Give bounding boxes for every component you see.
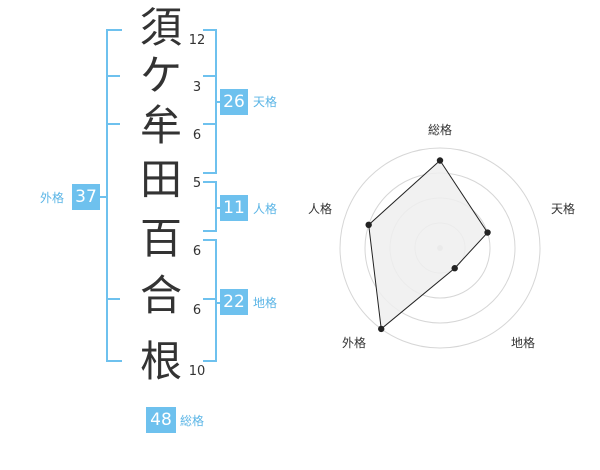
stroke-count-5: 6 (192, 244, 202, 259)
bracket-tick (215, 207, 220, 209)
stroke-count-6: 6 (192, 303, 202, 318)
stroke-count-1: 12 (188, 33, 206, 48)
chikaku-score: 22 (220, 289, 248, 315)
radar-point-4 (378, 325, 385, 333)
radar-ring (339, 147, 541, 349)
bracket-tick (106, 75, 120, 77)
bracket-tick (215, 302, 220, 304)
bracket-tick (203, 123, 215, 125)
jinkaku-score: 11 (220, 195, 248, 221)
gaikaku-bracket (106, 29, 122, 362)
stroke-count-4: 5 (192, 176, 202, 191)
gaikaku-score: 37 (72, 184, 100, 210)
radar-point-1 (436, 157, 444, 164)
jinkaku-label: 人格 (253, 202, 278, 216)
bracket-tick (215, 101, 220, 103)
name-char-2: ケ (139, 51, 182, 100)
stroke-count-7: 10 (188, 364, 206, 379)
radar-point-3 (451, 265, 458, 272)
soukaku-score: 48 (146, 407, 176, 433)
radar-point-2 (484, 229, 491, 236)
bracket-tick (203, 75, 215, 77)
bracket-tick (106, 298, 120, 300)
name-char-7: 根 (139, 337, 182, 386)
bracket-tick (97, 196, 107, 198)
radar-polygon (368, 159, 489, 330)
radar-chart: 総格 天格 地格 外格 人格 (308, 122, 575, 350)
tenkaku-label: 天格 (253, 95, 278, 109)
name-char-3: 牟 (139, 101, 182, 150)
name-char-6: 合 (139, 271, 182, 320)
radar-label-tenkaku: 天格 (551, 201, 575, 216)
chikaku-bracket (203, 239, 217, 362)
name-char-5: 百 (139, 214, 182, 263)
stroke-count-2: 3 (192, 80, 202, 95)
radar-point-5 (365, 221, 372, 229)
bracket-tick (203, 298, 215, 300)
radar-label-soukaku: 総格 (428, 122, 452, 137)
soukaku-label: 総格 (180, 414, 205, 428)
name-char-1: 須 (139, 3, 182, 52)
tenkaku-score: 26 (220, 89, 248, 115)
radar-points (365, 157, 491, 333)
jinkaku-bracket (203, 181, 217, 232)
radar-label-chikaku: 地格 (511, 335, 535, 350)
chikaku-label: 地格 (253, 296, 278, 310)
gaikaku-label: 外格 (40, 191, 65, 205)
bracket-tick (106, 123, 120, 125)
stroke-count-3: 6 (192, 128, 202, 143)
name-char-4: 田 (139, 155, 182, 204)
radar-label-jinkaku: 人格 (308, 201, 332, 216)
radar-label-gaikaku: 外格 (342, 335, 366, 350)
